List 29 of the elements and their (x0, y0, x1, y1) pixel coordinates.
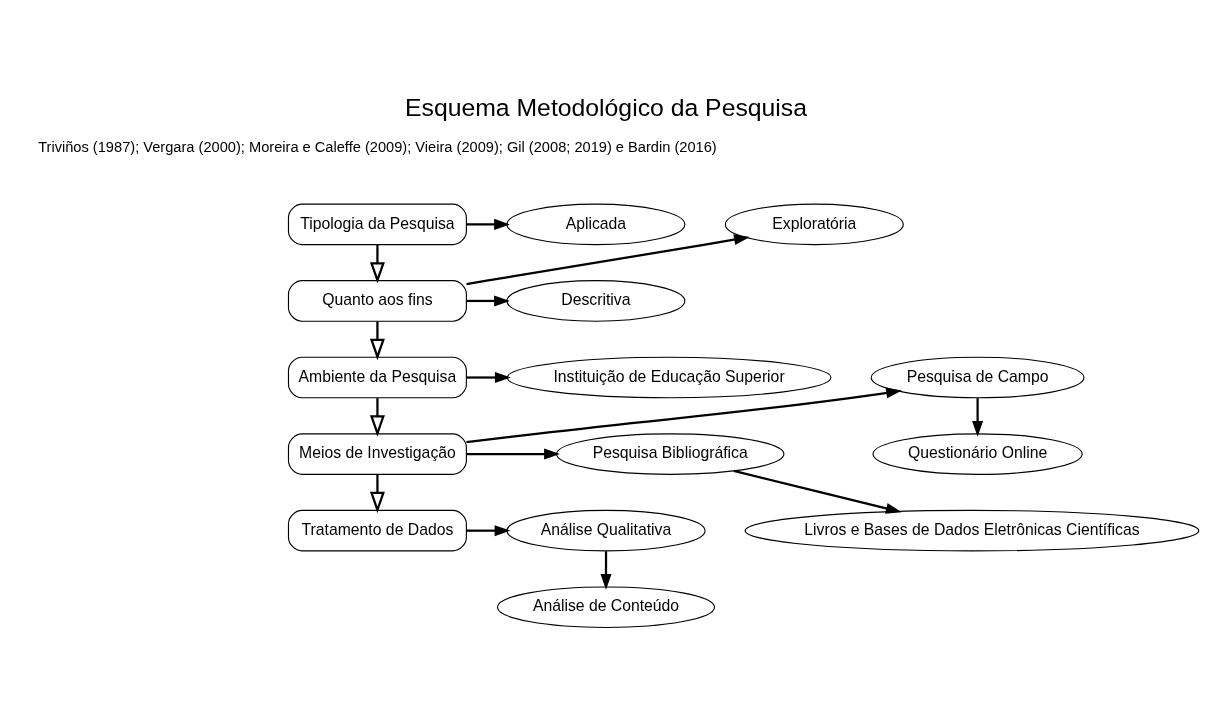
arrow (600, 550, 612, 590)
arrow (466, 294, 510, 306)
arrow (369, 474, 385, 513)
arrow (466, 233, 750, 285)
node-ellipse: Análise de Conteúdo (496, 585, 716, 628)
node-box: Meios de Investigação (287, 432, 467, 475)
node-box: Ambiente da Pesquisa (287, 356, 467, 398)
arrow (466, 386, 902, 443)
arrow (733, 469, 902, 514)
node-box: Quanto aos fins (287, 279, 467, 322)
arrow (466, 524, 511, 536)
node-ellipse: Pesquisa Bibliográfica (555, 432, 785, 475)
node-ellipse: Livros e Bases de Dados Eletrônicas Científicas (744, 509, 1200, 551)
node-box: Tratamento de Dados (287, 509, 467, 551)
node-ellipse: Instituição de Educação Superior (506, 356, 832, 398)
arrow (369, 321, 385, 360)
node-box: Tipologia da Pesquisa (287, 203, 467, 245)
node-ellipse: Análise Qualitativa (506, 509, 706, 551)
arrow (466, 218, 510, 230)
node-ellipse: Descritiva (506, 279, 686, 322)
arrow (466, 371, 511, 383)
label: Triviños (1987); Vergara (2000); Moreira e Caleffe (2009); Vieira (2009); Gil (2008; 2019) e Bardin (2016) (38, 138, 717, 155)
node-ellipse: Aplicada (506, 203, 686, 245)
node-ellipse: Questionário Online (872, 432, 1083, 475)
diagram-title: Esquema Metodológico da Pesquisa (404, 93, 808, 121)
arrow (972, 397, 984, 437)
arrow (466, 448, 560, 460)
arrow (369, 244, 385, 284)
arrow (369, 397, 385, 437)
